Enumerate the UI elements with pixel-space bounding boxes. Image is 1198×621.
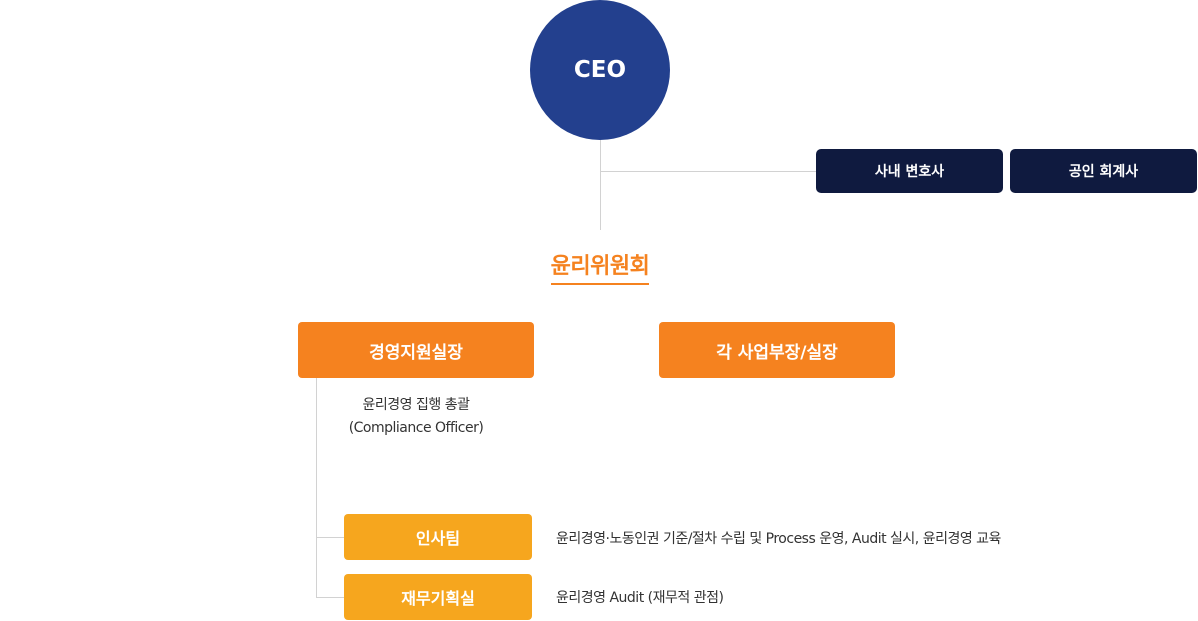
- ethics-committee-label: 윤리위원회: [550, 248, 650, 285]
- division-business-heads: 각 사업부장/실장: [659, 322, 895, 378]
- compliance-note-line2: (Compliance Officer): [348, 420, 484, 436]
- team-hr: 인사팀: [344, 514, 532, 560]
- finance-team-branch-line: [316, 597, 344, 598]
- compliance-officer-note: 윤리경영 집행 총괄 (Compliance Officer): [316, 394, 516, 440]
- division-management-support: 경영지원실장: [298, 322, 534, 378]
- team-finance-description: 윤리경영 Audit (재무적 관점): [556, 590, 724, 606]
- team-hr-description: 윤리경영·노동인권 기준/절차 수립 및 Process 운영, Audit 실…: [556, 531, 1001, 547]
- team-trunk-line: [316, 378, 317, 598]
- ceo-to-committee-line: [600, 140, 601, 230]
- ceo-node: CEO: [530, 0, 670, 140]
- advisor-in-house-lawyer: 사내 변호사: [816, 149, 1003, 193]
- team-finance-planning: 재무기획실: [344, 574, 532, 620]
- ethics-committee: 윤리위원회: [500, 248, 700, 285]
- advisor-accountant: 공인 회계사: [1010, 149, 1197, 193]
- hr-team-branch-line: [316, 537, 344, 538]
- ceo-to-advisors-line: [600, 171, 816, 172]
- compliance-note-line1: 윤리경영 집행 총괄: [362, 397, 470, 413]
